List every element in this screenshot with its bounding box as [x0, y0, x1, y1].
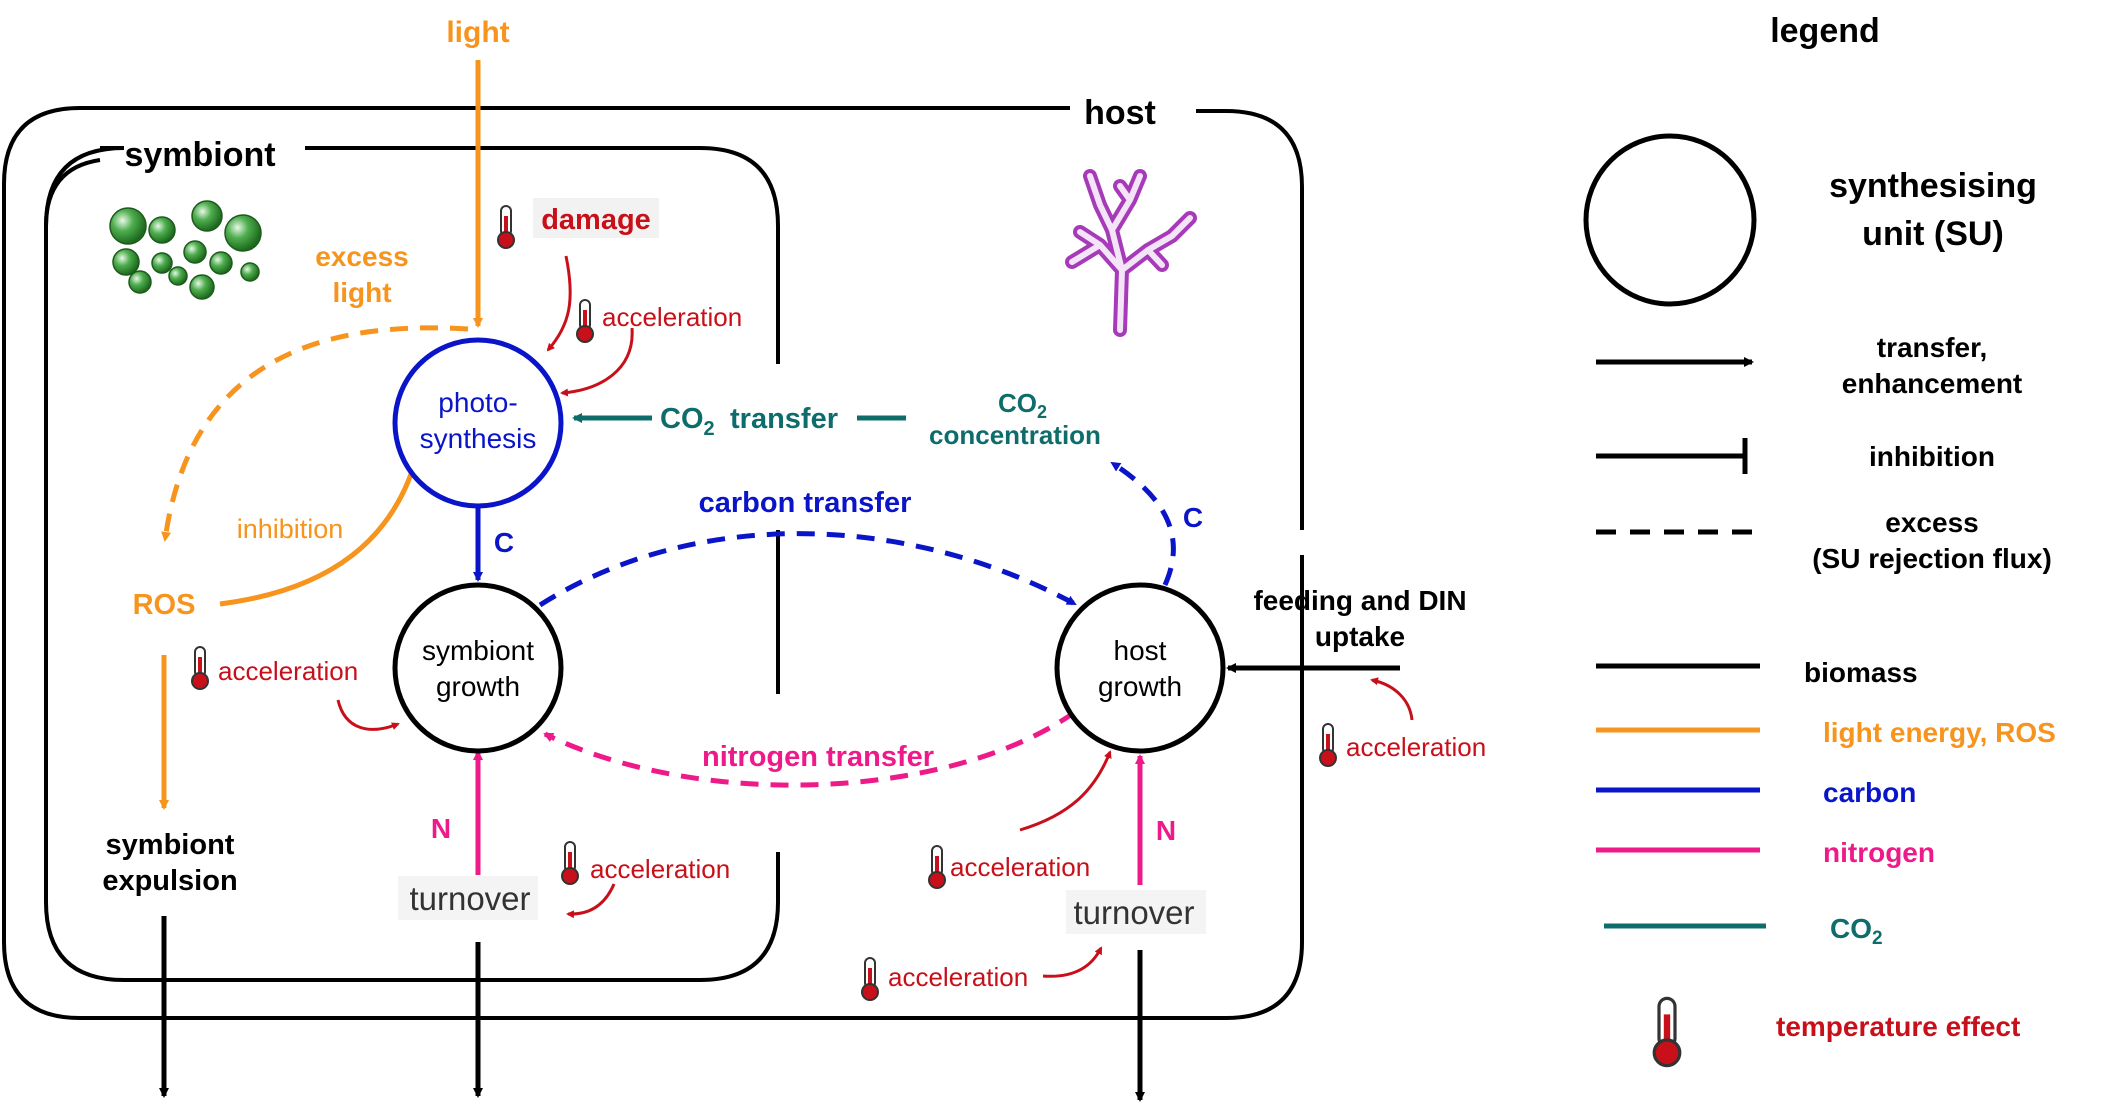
legend-excess-label-line2: (SU rejection flux) — [1812, 543, 2052, 574]
host-turnover-bg — [1066, 890, 1206, 934]
symbiont-growth-thermometer-icon — [191, 646, 209, 690]
legend-title: legend — [1770, 12, 1880, 50]
symbiont-turnover-thermometer-icon — [561, 841, 579, 885]
co2-concentration-subscript: 2 — [1037, 402, 1047, 422]
host-growth-unit — [1054, 582, 1226, 754]
host-growth-label: host — [1114, 635, 1167, 666]
host-carbon-c-label: C — [1183, 502, 1203, 533]
damage-label: damage — [541, 204, 651, 236]
symbiont-turnover-acceleration-label: acceleration — [590, 854, 730, 884]
photosynthesis-acceleration-arrow — [560, 327, 634, 397]
co2-transfer-subscript: 2 — [704, 418, 715, 440]
feeding-label-line2: uptake — [1315, 621, 1405, 652]
host-turnover-thermometer-icon — [861, 957, 879, 1001]
symbiont-growth-acceleration-label: acceleration — [218, 656, 358, 686]
excess-light-label: excess — [315, 241, 408, 272]
damage-label-bg — [533, 198, 659, 238]
symbiont-turnover-label: turnover — [409, 880, 530, 917]
legend-light-label: light energy, ROS — [1823, 717, 2056, 748]
symbiont-turnover-acceleration-arrow — [566, 883, 616, 919]
symbiont-growth-unit — [392, 582, 564, 754]
host-growth-thermometer-icon — [928, 845, 946, 889]
legend-transfer-label-line2: enhancement — [1842, 368, 2023, 399]
nitrogen-transfer-arrow — [543, 709, 1077, 788]
legend-nitrogen-label: nitrogen — [1823, 837, 1935, 868]
symbiont-growth-label-line2: growth — [436, 671, 520, 702]
host-turnover-label: turnover — [1073, 894, 1194, 931]
legend-carbon-label: carbon — [1823, 777, 1916, 808]
host-carbon-arrow — [1110, 460, 1176, 587]
legend-co2-label: CO2 — [1830, 913, 1883, 949]
host-compartment — [2, 106, 1304, 1020]
temperature-arrows — [336, 255, 1414, 978]
carbon-transfer-arrow — [538, 531, 1077, 608]
co2-concentration-co-label: CO2 — [998, 388, 1047, 422]
legend-transfer-label: transfer, — [1877, 332, 1988, 363]
symbiont-cells-icon — [109, 200, 262, 300]
symbiont-expulsion-label-line2: expulsion — [102, 865, 237, 897]
legend-su-label-line2: unit (SU) — [1862, 215, 2004, 253]
feeding-label: feeding and DIN — [1253, 585, 1466, 616]
legend-biomass-label: biomass — [1804, 657, 1918, 688]
symbiont-turnover-bg — [398, 876, 538, 920]
carbon-transfer-label: carbon transfer — [699, 487, 912, 519]
feeding-acceleration-label: acceleration — [1346, 732, 1486, 762]
host-n-label: N — [1156, 815, 1176, 846]
photosynthesis-label-line2: synthesis — [420, 423, 537, 454]
host-turnover-acceleration-label: acceleration — [888, 962, 1028, 992]
co2-transfer-label: transfer — [730, 403, 838, 435]
nitrogen-transfer-label: nitrogen transfer — [702, 741, 934, 773]
photosynthesis-acceleration-label: acceleration — [602, 302, 742, 332]
feeding-acceleration-arrow — [1370, 677, 1414, 721]
legend-thermometer-icon — [1652, 996, 1682, 1068]
photosynthesis-unit — [392, 337, 564, 509]
host-label: host — [1084, 94, 1156, 132]
symbiont-label: symbiont — [124, 136, 275, 174]
co2-transfer-co-label: CO2 — [660, 403, 715, 440]
symbiont-growth-acceleration-arrow — [336, 699, 400, 731]
inhibition-label: inhibition — [237, 514, 344, 544]
feeding-thermometer-icon — [1319, 723, 1337, 767]
legend-co2-subscript: 2 — [1872, 928, 1883, 949]
light-label: light — [446, 16, 509, 49]
symbiont-growth-label: symbiont — [422, 635, 534, 666]
photosynthesis-thermometer-icon — [576, 299, 594, 343]
damage-arrow — [546, 255, 572, 352]
co2-concentration-label: concentration — [929, 420, 1101, 450]
host-turnover-acceleration-arrow — [1042, 946, 1103, 978]
legend: legend synthesising unit (SU) transfer, … — [1583, 12, 2056, 1068]
host-growth-label-line2: growth — [1098, 671, 1182, 702]
legend-su-label: synthesising — [1829, 167, 2037, 205]
legend-excess-label: excess — [1885, 507, 1978, 538]
ros-inhibition-line — [219, 451, 421, 607]
legend-su-symbol — [1583, 133, 1757, 307]
coral-icon — [1065, 169, 1197, 337]
excess-light-label-line2: light — [332, 277, 391, 308]
ros-label: ROS — [133, 589, 196, 621]
carbon-c-label: C — [494, 527, 514, 558]
symbiont-compartment — [44, 146, 780, 982]
legend-temperature-label: temperature effect — [1776, 1011, 2020, 1042]
symbiont-n-label: N — [431, 813, 451, 844]
symbiont-expulsion-label: symbiont — [106, 829, 235, 861]
photosynthesis-label: photo- — [438, 387, 517, 418]
host-growth-acceleration-label: acceleration — [950, 852, 1090, 882]
damage-thermometer-icon — [497, 205, 515, 249]
legend-inhibition-label: inhibition — [1869, 441, 1995, 472]
host-growth-acceleration-arrow — [1019, 750, 1112, 832]
